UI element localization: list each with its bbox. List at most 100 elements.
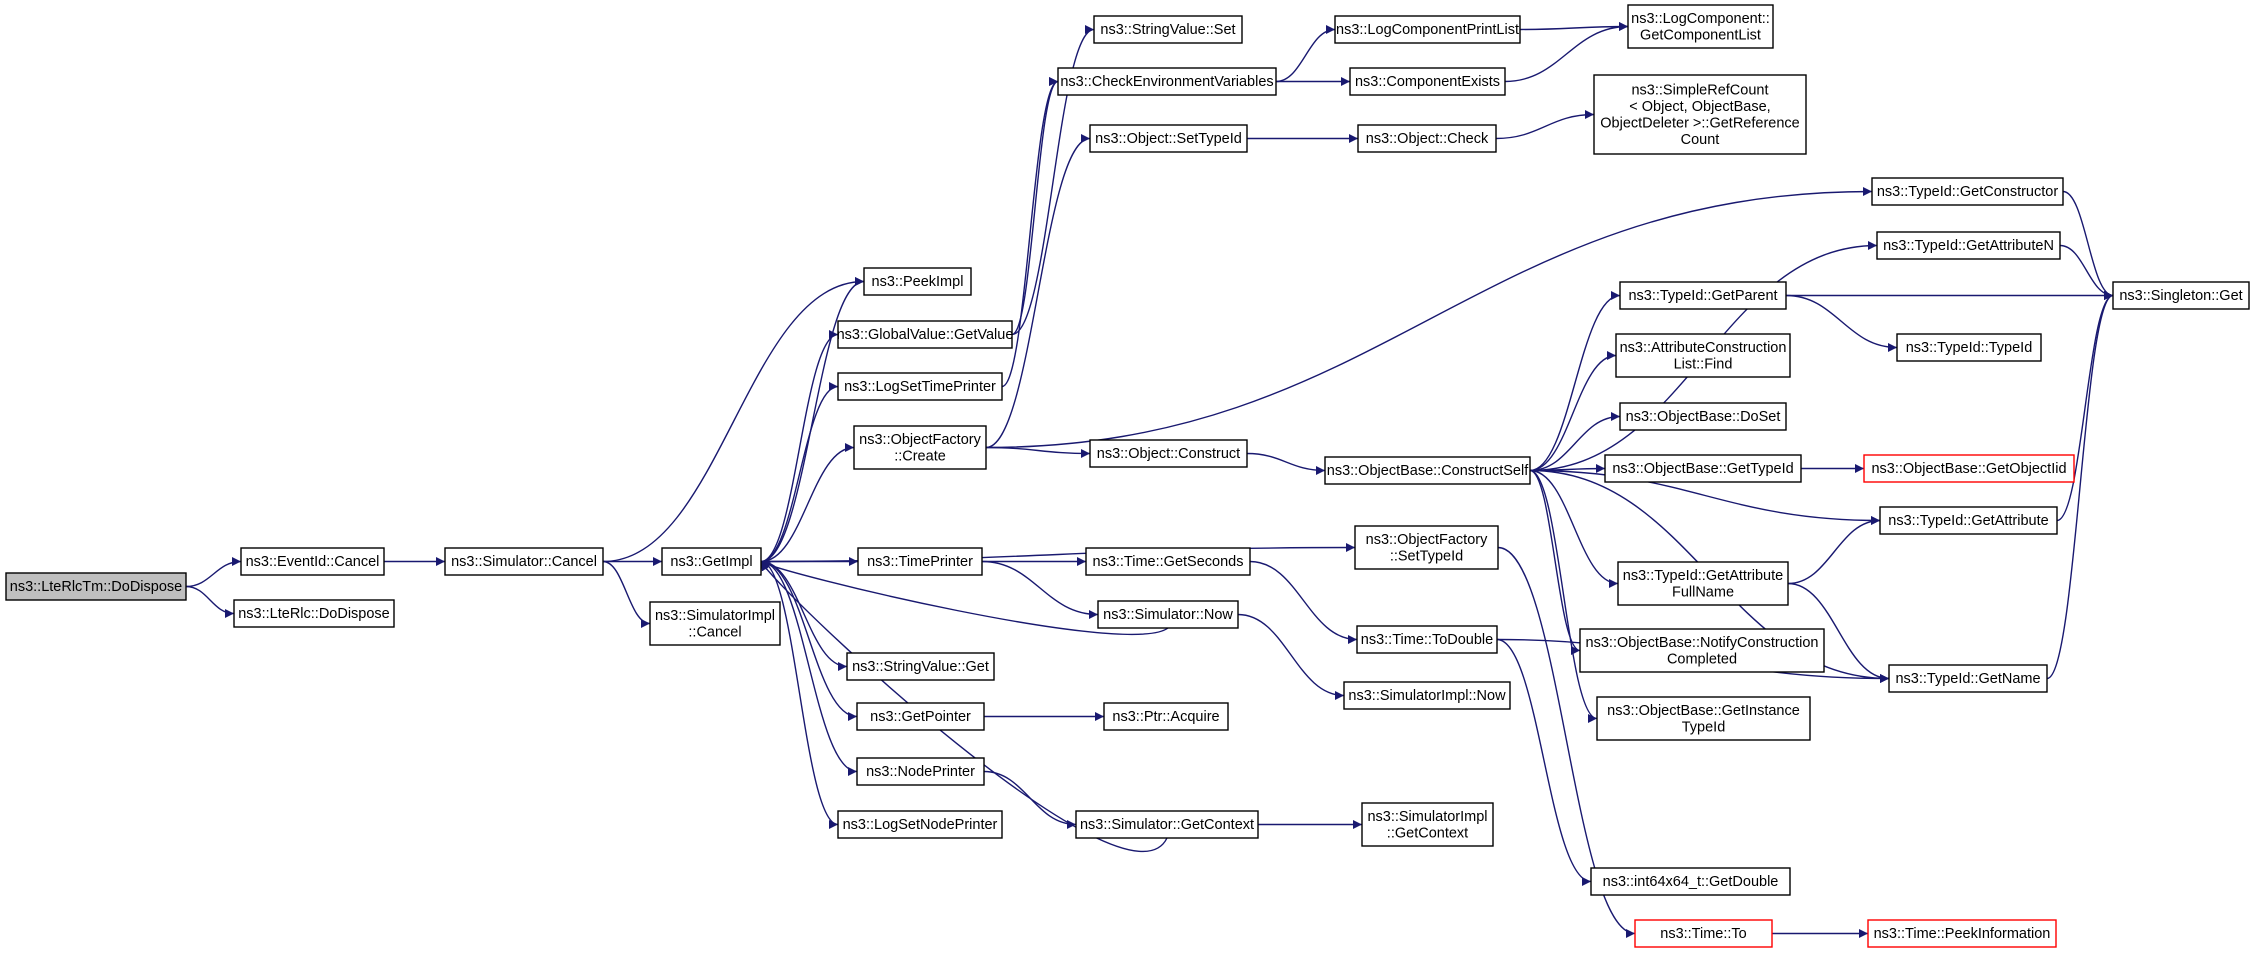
- edge-tid_getattributen-to-singleton_get: [2059, 244, 2114, 300]
- node-checkenv[interactable]: ns3::CheckEnvironmentVariables: [1057, 67, 1277, 96]
- node-box: [1349, 67, 1506, 96]
- node-ptr-acquire[interactable]: ns3::Ptr::Acquire: [1103, 702, 1229, 731]
- node-box: [846, 652, 995, 681]
- node-label: ::GetContext: [1387, 825, 1468, 841]
- node-label: ns3::LogSetTimePrinter: [844, 379, 996, 395]
- node-obj-settypeid[interactable]: ns3::Object::SetTypeId: [1089, 124, 1248, 153]
- edge-getimpl-to-peekimpl: [760, 277, 865, 563]
- node-sim-now[interactable]: ns3::Simulator::Now: [1097, 600, 1239, 629]
- node-simimpl-now[interactable]: ns3::SimulatorImpl::Now: [1343, 681, 1511, 710]
- edge-of_settypeid-to-time_to: [1497, 546, 1636, 938]
- node-label: ns3::Singleton::Get: [2119, 288, 2242, 304]
- node-time-to[interactable]: ns3::Time::To: [1634, 919, 1773, 948]
- node-box: [1357, 124, 1497, 153]
- node-box: [1097, 600, 1239, 629]
- node-ob-doset[interactable]: ns3::ObjectBase::DoSet: [1619, 402, 1787, 431]
- node-tid-getname[interactable]: ns3::TypeId::GetName: [1888, 664, 2048, 693]
- node-sim-cancel[interactable]: ns3::Simulator::Cancel: [444, 547, 604, 576]
- node-box: [1896, 333, 2042, 362]
- node-simimpl-getcontext[interactable]: ns3::SimulatorImpl::GetContext: [1361, 802, 1494, 847]
- node-label: ns3::Object::Check: [1366, 131, 1489, 147]
- node-tid-getattribute[interactable]: ns3::TypeId::GetAttribute: [1879, 506, 2058, 535]
- node-getpointer[interactable]: ns3::GetPointer: [856, 702, 985, 731]
- node-root[interactable]: ns3::LteRlcTm::DoDispose: [5, 572, 187, 601]
- edge-root-to-ev_cancel: [185, 557, 242, 588]
- node-label: ns3::ObjectBase::GetObjectIid: [1871, 461, 2066, 477]
- node-logsettime[interactable]: ns3::LogSetTimePrinter: [837, 372, 1003, 401]
- node-getimpl[interactable]: ns3::GetImpl: [661, 547, 762, 576]
- node-ob-getobjectiid[interactable]: ns3::ObjectBase::GetObjectIid: [1863, 454, 2075, 483]
- node-simimpl-cancel[interactable]: ns3::SimulatorImpl::Cancel: [649, 601, 781, 646]
- node-nodeprinter[interactable]: ns3::NodePrinter: [856, 757, 985, 786]
- node-label: ns3::Object::SetTypeId: [1095, 131, 1242, 147]
- node-tid-typeid[interactable]: ns3::TypeId::TypeId: [1896, 333, 2042, 362]
- function-nodes: ns3::LteRlcTm::DoDispose ns3::EventId::Ca…: [5, 4, 2250, 948]
- node-label: ns3::Time::GetSeconds: [1093, 554, 1244, 570]
- node-logcompprintlist[interactable]: ns3::LogComponentPrintList: [1334, 15, 1521, 44]
- node-box: [1876, 231, 2061, 260]
- edge-tid_getattrfullname-to-tid_getname: [1787, 582, 1890, 683]
- node-ob-gettypeid[interactable]: ns3::ObjectBase::GetTypeId: [1604, 454, 1802, 483]
- node-box: [1634, 919, 1773, 948]
- node-label: ns3::ObjectBase::NotifyConstruction: [1586, 635, 1819, 651]
- node-box: [1361, 802, 1494, 847]
- node-ob-constructself[interactable]: ns3::ObjectBase::ConstructSelf: [1324, 456, 1531, 485]
- node-box: [1354, 525, 1499, 570]
- node-peekimpl[interactable]: ns3::PeekImpl: [863, 267, 972, 296]
- node-int64-getdouble[interactable]: ns3::int64x64_t::GetDouble: [1590, 867, 1791, 896]
- node-lterlc-dispose[interactable]: ns3::LteRlc::DoDispose: [233, 599, 395, 628]
- node-compexists[interactable]: ns3::ComponentExists: [1349, 67, 1506, 96]
- edge-of_create-to-obj_settypeid: [985, 134, 1091, 449]
- edge-obj_construct-to-ob_constructself: [1246, 452, 1326, 475]
- node-label: ns3::GlobalValue::GetValue: [837, 327, 1014, 343]
- node-tid-getparent[interactable]: ns3::TypeId::GetParent: [1619, 281, 1787, 310]
- node-obj-construct[interactable]: ns3::Object::Construct: [1089, 439, 1248, 468]
- node-singleton-get[interactable]: ns3::Singleton::Get: [2112, 281, 2250, 310]
- node-label: ns3::Time::PeekInformation: [1874, 926, 2051, 942]
- edge-getimpl-to-of_settypeid: [760, 543, 1356, 563]
- node-logsetnode[interactable]: ns3::LogSetNodePrinter: [837, 810, 1003, 839]
- edge-ob_constructself-to-tid_getparent: [1529, 291, 1621, 472]
- node-label: ns3::ComponentExists: [1355, 74, 1500, 90]
- node-label: Count: [1681, 132, 1720, 148]
- edge-timeprinter-to-sim_now: [981, 560, 1099, 619]
- node-time-todouble[interactable]: ns3::Time::ToDouble: [1356, 625, 1498, 654]
- node-box: [857, 547, 983, 576]
- edge-ob_constructself-to-tid_getattrfullname: [1529, 469, 1619, 588]
- node-timeprinter[interactable]: ns3::TimePrinter: [857, 547, 983, 576]
- node-label: ns3::LteRlc::DoDispose: [238, 606, 390, 622]
- node-box: [856, 702, 985, 731]
- node-sv-get[interactable]: ns3::StringValue::Get: [846, 652, 995, 681]
- node-label: ns3::ObjectBase::DoSet: [1626, 409, 1781, 425]
- node-tid-getattributen[interactable]: ns3::TypeId::GetAttributeN: [1876, 231, 2061, 260]
- node-of-create[interactable]: ns3::ObjectFactory::Create: [853, 425, 987, 470]
- node-label: ns3::TypeId::GetName: [1895, 671, 2040, 687]
- node-of-settypeid[interactable]: ns3::ObjectFactory::SetTypeId: [1354, 525, 1499, 570]
- node-ob-notifyconstruction[interactable]: ns3::ObjectBase::NotifyConstructionCompl…: [1579, 628, 1825, 673]
- node-tid-getconstructor[interactable]: ns3::TypeId::GetConstructor: [1871, 177, 2064, 206]
- node-time-peekinfo[interactable]: ns3::Time::PeekInformation: [1867, 919, 2057, 948]
- node-obj-check[interactable]: ns3::Object::Check: [1357, 124, 1497, 153]
- node-time-getseconds[interactable]: ns3::Time::GetSeconds: [1085, 547, 1251, 576]
- node-label: ::Create: [894, 448, 946, 464]
- node-box: [240, 547, 385, 576]
- edge-sim_cancel-to-peekimpl: [602, 277, 865, 563]
- node-box: [1619, 402, 1787, 431]
- node-sv-set[interactable]: ns3::StringValue::Set: [1093, 15, 1243, 44]
- node-box: [1089, 124, 1248, 153]
- node-logcomp-getlist[interactable]: ns3::LogComponent::GetComponentList: [1627, 4, 1774, 49]
- node-box: [1593, 74, 1807, 155]
- node-sim-getcontext[interactable]: ns3::Simulator::GetContext: [1075, 810, 1259, 839]
- node-gv-getvalue[interactable]: ns3::GlobalValue::GetValue: [837, 320, 1014, 349]
- node-label: ns3::SimulatorImpl::Now: [1348, 688, 1506, 704]
- node-label: ns3::int64x64_t::GetDouble: [1603, 874, 1779, 890]
- node-ev-cancel[interactable]: ns3::EventId::Cancel: [240, 547, 385, 576]
- node-label: FullName: [1672, 584, 1734, 600]
- node-label: GetComponentList: [1640, 27, 1761, 43]
- node-box: [1871, 177, 2064, 206]
- node-simplerefcount[interactable]: ns3::SimpleRefCount< Object, ObjectBase,…: [1593, 74, 1807, 155]
- node-label: List::Find: [1674, 356, 1733, 372]
